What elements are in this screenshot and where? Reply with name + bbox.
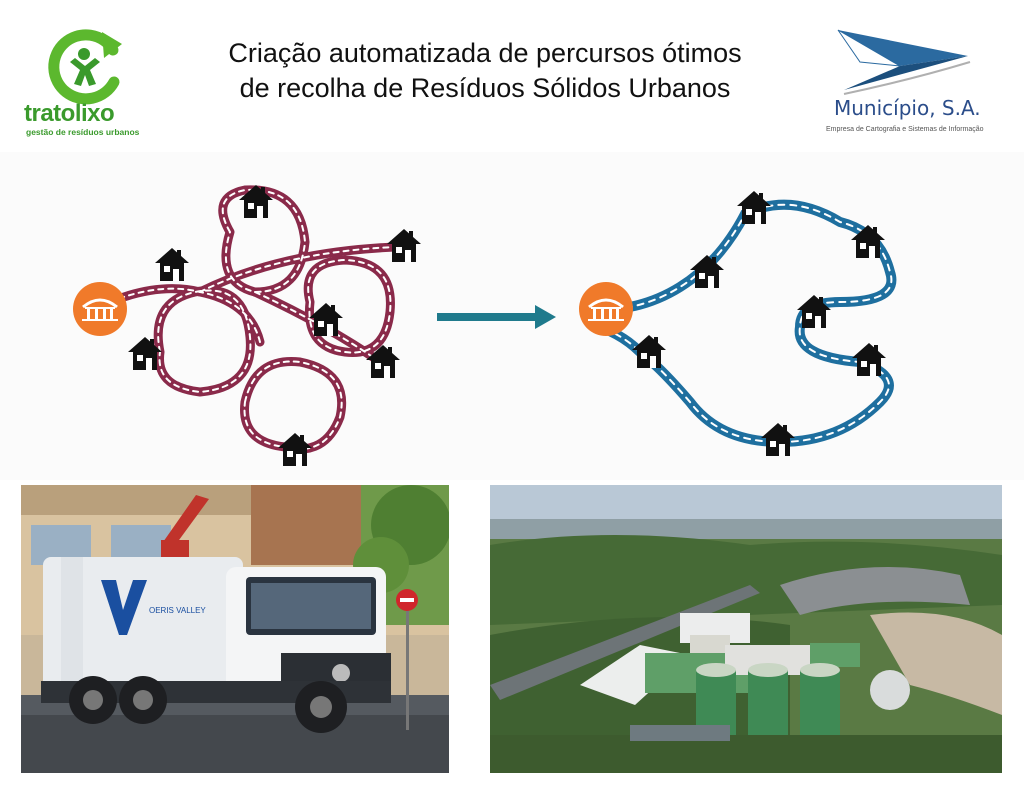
municipia-logo xyxy=(837,29,971,95)
garbage-truck-photo: OERIS VALLEY xyxy=(21,485,449,773)
digester-tanks xyxy=(696,663,840,740)
person-icon xyxy=(70,48,100,86)
tratolixo-tagline: gestão de resíduos urbanos xyxy=(26,127,140,137)
house-icon xyxy=(309,303,343,336)
title-line-2: de recolha de Resíduos Sólidos Urbanos xyxy=(239,73,731,103)
arrow-right-icon xyxy=(437,305,556,329)
treatment-plant-photo xyxy=(490,485,1002,773)
optimized-route xyxy=(585,199,897,448)
house-icon xyxy=(278,433,312,466)
page-title: Criação automatizada de percursos ótimos… xyxy=(150,36,820,106)
tratolixo-logo xyxy=(48,29,122,105)
recycle-arrow-icon xyxy=(48,29,122,105)
house-icon xyxy=(155,248,189,281)
house-icon xyxy=(761,423,795,456)
house-icon xyxy=(632,335,666,368)
municipia-tagline: Empresa de Cartografia e Sistemas de Inf… xyxy=(826,126,984,133)
house-icon xyxy=(387,229,421,262)
depot-icon xyxy=(71,280,129,338)
crane-arm xyxy=(161,495,209,562)
municipia-name: Município, S.A. xyxy=(834,96,981,120)
paper-plane-icon xyxy=(837,29,971,95)
brand-part-1: trato xyxy=(24,100,75,127)
tratolixo-wordmark: tratolixo xyxy=(24,100,115,128)
no-entry-sign xyxy=(396,589,418,730)
route-optimization-illustration xyxy=(71,185,897,466)
unoptimized-routes xyxy=(105,185,400,454)
title-line-1: Criação automatizada de percursos ótimos xyxy=(228,38,742,68)
depot-icon xyxy=(577,280,635,338)
house-icon xyxy=(737,191,771,224)
truck-brand-text: OERIS VALLEY xyxy=(149,606,206,615)
brand-part-2: lixo xyxy=(74,100,115,127)
house-icon xyxy=(852,343,886,376)
truck-v-logo xyxy=(101,580,147,635)
